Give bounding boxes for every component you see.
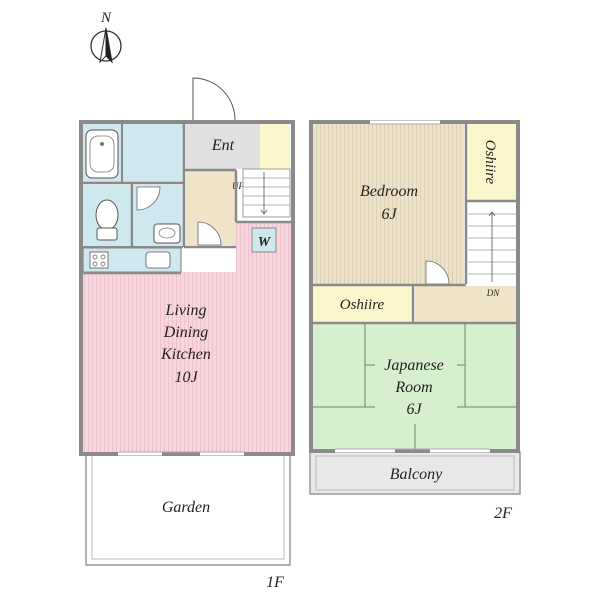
entrance (186, 124, 260, 169)
toilet-door-swing-icon (136, 186, 161, 211)
stairs-down-label: DN (486, 288, 500, 298)
second-floor: Bedroom 6J Oshiire DN Oshiire (309, 120, 521, 522)
garden-label: Garden (162, 499, 210, 516)
stairs-up-label: UP (232, 181, 244, 191)
ldk-label-living: Living (165, 302, 207, 319)
stairs-down-icon (468, 202, 516, 284)
first-floor-label: 1F (266, 574, 284, 591)
wash-basin-icon (153, 223, 181, 244)
japanese-room-size-label: 6J (406, 401, 422, 418)
second-floor-label: 2F (494, 505, 512, 522)
bedroom (313, 124, 464, 284)
japanese-room-label-line1: Japanese (384, 357, 444, 374)
stairs-up-icon (242, 168, 291, 218)
first-floor: Garden Living Dining Kitchen 10J (79, 77, 295, 591)
bedroom-size-label: 6J (381, 206, 397, 223)
washer-label: W (258, 235, 272, 250)
oshiire-right (468, 124, 516, 200)
toilet-icon (95, 199, 119, 241)
bedroom-label: Bedroom (360, 183, 418, 200)
ldk-label-kitchen: Kitchen (160, 346, 211, 363)
entrance-label: Ent (211, 137, 235, 154)
bathtub-icon (85, 129, 119, 179)
oshiire-right-label: Oshiire (482, 140, 498, 185)
ldk-size-label: 10J (174, 369, 198, 386)
entrance-door-swing-icon (192, 77, 236, 124)
balcony-label: Balcony (390, 466, 443, 483)
compass-label: N (100, 10, 112, 26)
bedroom-door-swing-icon (425, 260, 450, 285)
ldk-room (83, 272, 293, 452)
washer-space (251, 227, 277, 253)
hall-door-swing-icon (197, 221, 222, 246)
kitchen-sink-icon (145, 251, 171, 269)
oshiire-left (313, 286, 411, 322)
upstairs-hallway (415, 286, 516, 322)
oshiire-left-label: Oshiire (340, 297, 385, 313)
north-compass-icon: N (90, 10, 122, 64)
shoe-closet (260, 124, 290, 169)
first-floor-walls (79, 120, 295, 456)
stove-icon (89, 251, 109, 269)
ldk-label-dining: Dining (163, 324, 208, 341)
japanese-room-label-line2: Room (394, 379, 432, 396)
